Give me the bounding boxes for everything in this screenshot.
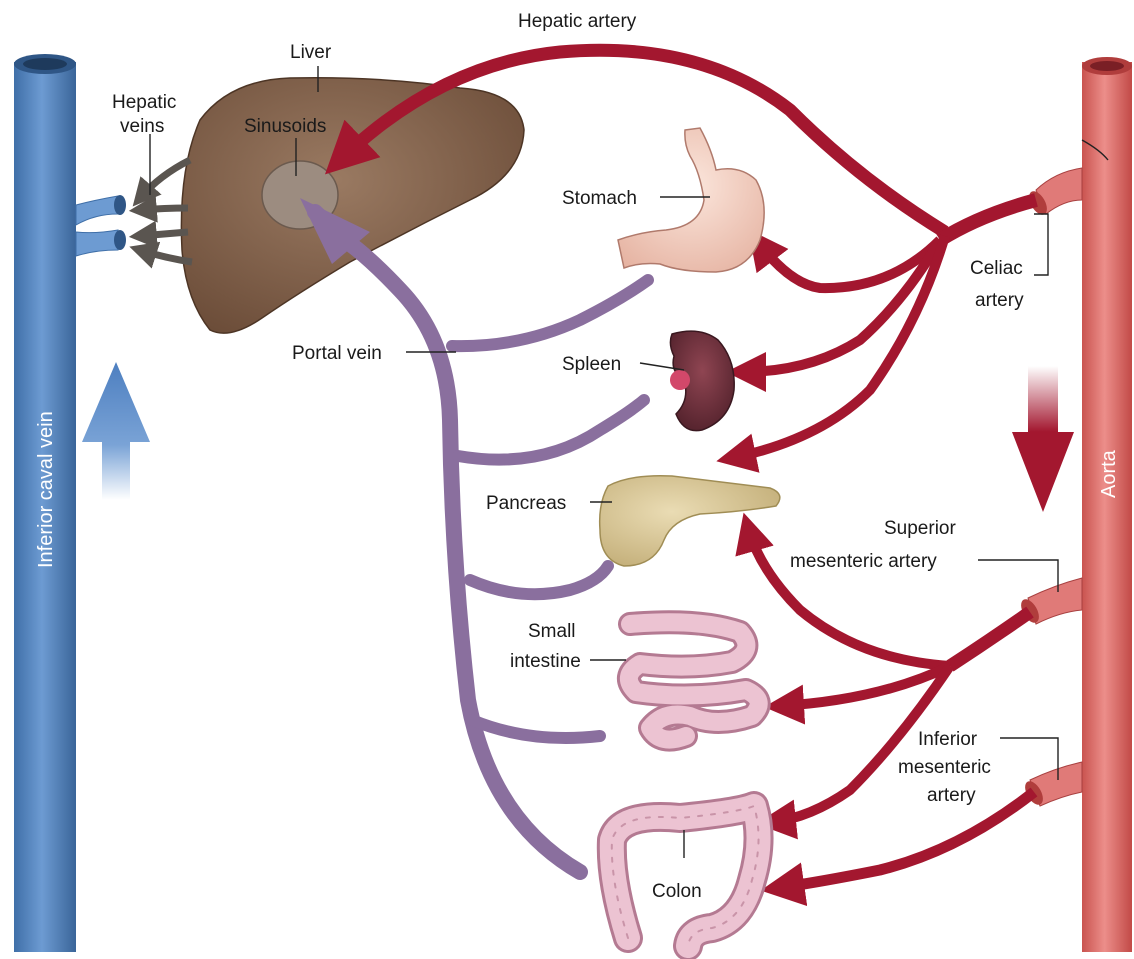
liver [181,78,524,333]
ima-label-1: Inferior [918,729,978,750]
ima-label-2: mesenteric [898,757,991,778]
sma-label-2: mesenteric artery [790,551,937,572]
ivc-label: Inferior caval vein [35,411,57,568]
hepatic-veins-label-2: veins [120,116,164,137]
sinusoids-label: Sinusoids [244,116,326,137]
small-intestine [629,622,759,739]
spleen [670,331,734,431]
spleen-label: Spleen [562,354,621,375]
colon [612,806,759,946]
up-flow-arrow [82,362,150,500]
inferior-caval-vein [14,54,126,952]
portal-vein-label: Portal vein [292,343,382,364]
celiac-label-1: Celiac [970,258,1023,279]
celiac-artery-branches [732,200,1036,458]
ima-label-3: artery [927,785,976,806]
small-intestine-label-1: Small [528,621,576,642]
sma-label-1: Superior [884,518,956,539]
stomach-label: Stomach [562,188,637,209]
portal-vein [300,198,648,872]
small-intestine-label-2: intestine [510,651,581,672]
pancreas-label: Pancreas [486,493,566,514]
hepatic-artery-label: Hepatic artery [518,11,637,32]
hepatic-veins-label-1: Hepatic [112,92,176,113]
colon-label: Colon [652,881,702,902]
aorta [1017,57,1132,952]
celiac-label-2: artery [975,290,1024,311]
down-flow-arrow [1012,366,1074,512]
liver-label: Liver [290,42,332,63]
aorta-label: Aorta [1098,449,1120,498]
stomach [618,128,764,272]
